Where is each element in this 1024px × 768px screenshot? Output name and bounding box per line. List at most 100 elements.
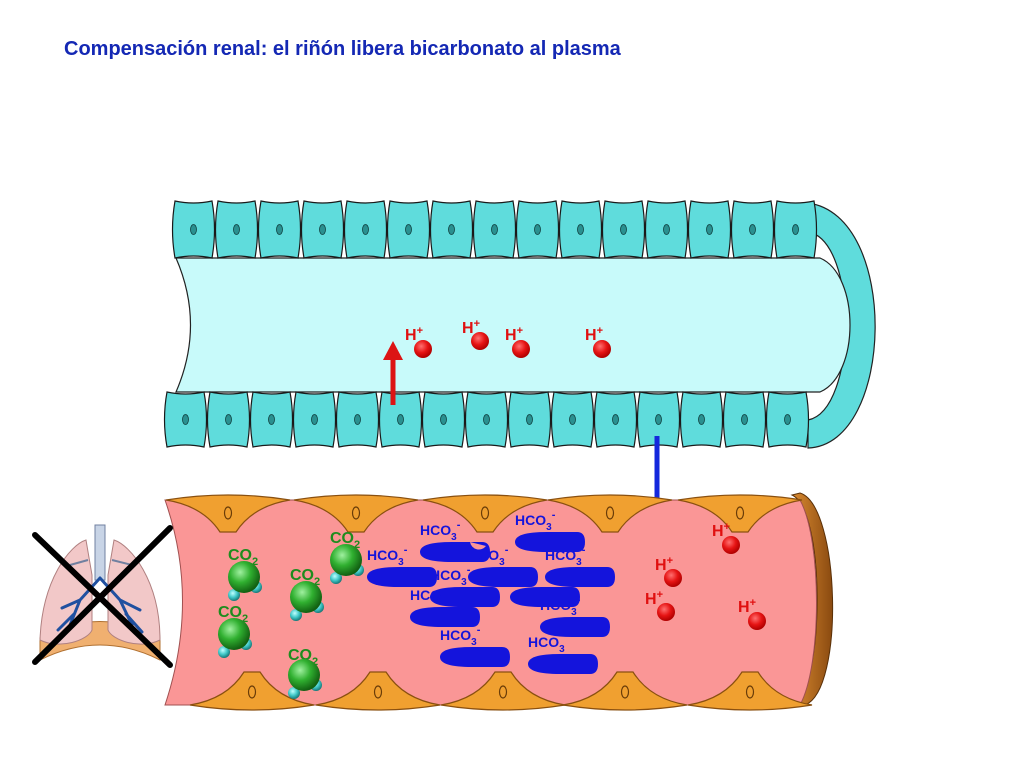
endothelial-cell <box>677 494 803 533</box>
endothelial-cell <box>440 671 566 711</box>
tubule-epithelial-cell <box>773 200 818 259</box>
svg-text:CO2: CO2 <box>228 547 258 568</box>
endothelial-cell <box>315 671 441 711</box>
tubule-top-cell-row <box>171 200 818 259</box>
tubule-epithelial-cell <box>214 200 259 259</box>
proton-h-plus: H+ <box>462 318 489 350</box>
co2-molecules: CO2 CO2 CO2 CO2 CO2 <box>218 530 364 699</box>
tubule-epithelial-cell <box>429 200 474 259</box>
endothelial-cell <box>293 494 419 533</box>
svg-text:H+: H+ <box>462 318 480 337</box>
endothelial-top-row <box>165 494 803 533</box>
tubule-epithelial-cell <box>507 391 552 448</box>
tubule-epithelial-cell <box>421 391 466 448</box>
co2-molecule: CO2 <box>290 567 324 621</box>
bicarbonate-ion: HCO3- <box>468 544 538 587</box>
proton-h-plus: H+ <box>585 325 611 358</box>
tubule-epithelial-cell <box>206 391 251 448</box>
svg-text:HCO: HCO <box>410 587 441 603</box>
proton-h-plus: H+ <box>645 589 675 621</box>
bicarbonate-ion: HCO3 <box>528 634 598 674</box>
svg-text:H+: H+ <box>405 325 423 344</box>
svg-text:CO2: CO2 <box>218 604 248 625</box>
bicarbonate-ion: HCO3- <box>545 544 615 587</box>
tubule-epithelial-cell <box>300 200 345 259</box>
endothelial-cell <box>165 494 291 533</box>
bicarbonate-ion: HCO3- <box>440 624 510 667</box>
co2-molecule: CO2 <box>288 647 322 699</box>
tubule-epithelial-cell <box>464 391 509 448</box>
bicarbonate-ion: HCO3- <box>540 594 610 637</box>
svg-text:H+: H+ <box>712 521 730 540</box>
tubule-epithelial-cell <box>378 391 423 448</box>
co2-molecule: CO2 <box>228 547 262 601</box>
proton-h-plus: H+ <box>738 597 766 630</box>
svg-text:CO2: CO2 <box>290 567 320 588</box>
endothelial-cell <box>562 671 688 711</box>
bicarbonate-ion: HCO3- <box>515 509 585 552</box>
proton-h-plus: H+ <box>405 325 432 358</box>
tubule-epithelial-cell <box>550 391 595 448</box>
svg-text:HCO3-: HCO3- <box>367 544 408 568</box>
tubule-epithelial-cell <box>636 391 681 448</box>
tubule-epithelial-cell <box>593 391 638 448</box>
svg-text:H+: H+ <box>585 325 603 344</box>
svg-text:H+: H+ <box>738 597 756 616</box>
proton-h-plus: H+ <box>505 325 530 358</box>
svg-text:HCO3-: HCO3- <box>420 519 461 543</box>
tubule-epithelial-cell <box>171 200 216 259</box>
co2-molecule: CO2 <box>218 604 252 658</box>
tubule-epithelial-cell <box>765 391 810 448</box>
svg-text:HCO3-: HCO3- <box>430 564 471 588</box>
tubule-epithelial-cell <box>687 200 732 259</box>
co2-molecule: CO2 <box>330 530 364 584</box>
proton-secretion-arrow <box>383 341 403 405</box>
lumen-protons: H+ H+ H+ H+ <box>405 318 611 358</box>
svg-text:HCO3-: HCO3- <box>468 544 509 568</box>
tubule-epithelial-cell <box>730 200 775 259</box>
bicarbonate-ion: HCO <box>410 587 480 627</box>
endothelial-bottom-row <box>189 671 813 711</box>
tubule-bottom-cell-row <box>163 391 810 448</box>
endothelial-cell <box>422 494 548 533</box>
endothelial-cell <box>687 671 813 711</box>
svg-text:HCO3-: HCO3- <box>545 544 586 568</box>
blood-vessel: HCO3- HCO3- HCO3- HCO3- HCO3- HCO3- <box>164 492 834 711</box>
tubule-lumen <box>175 257 851 393</box>
bicarbonate-ion: HCO3- <box>430 564 500 607</box>
bicarbonate-ion: HCO3- <box>420 519 490 562</box>
bicarbonate-ion: HCO3- <box>367 544 437 587</box>
svg-text:H+: H+ <box>505 325 523 344</box>
tubule-epithelial-cell <box>335 391 380 448</box>
tubule-epithelial-cell <box>515 200 560 259</box>
svg-text:CO2: CO2 <box>330 530 360 551</box>
tubule-epithelial-cell <box>163 391 208 448</box>
proton-h-plus: H+ <box>712 521 740 554</box>
endothelial-cell <box>189 671 315 711</box>
svg-text:HCO3-: HCO3- <box>440 624 481 648</box>
tubule-epithelial-cell <box>722 391 767 448</box>
tubule-epithelial-cell <box>343 200 388 259</box>
tubule-epithelial-cell <box>292 391 337 448</box>
svg-text:H+: H+ <box>655 555 673 574</box>
proton-h-plus: H+ <box>655 555 682 587</box>
cross-out-icon <box>32 525 173 668</box>
renal-tubule: H+ H+ H+ H+ <box>163 200 876 449</box>
tubule-epithelial-cell <box>386 200 431 259</box>
svg-text:HCO3: HCO3 <box>528 634 565 655</box>
endothelial-cell <box>547 494 673 533</box>
tubule-epithelial-cell <box>558 200 603 259</box>
svg-text:HCO3-: HCO3- <box>515 509 556 533</box>
plasma-protons: H+ H+ H+ H+ <box>645 521 766 630</box>
tubule-epithelial-cell <box>257 200 302 259</box>
svg-text:HCO3-: HCO3- <box>540 594 581 618</box>
tubule-epithelial-cell <box>644 200 689 259</box>
tubule-epithelial-cell <box>679 391 724 448</box>
tubule-epithelial-cell <box>472 200 517 259</box>
tubule-epithelial-cell <box>601 200 646 259</box>
page-title: Compensación renal: el riñón libera bica… <box>64 38 621 60</box>
bicarbonate-ions: HCO3- HCO3- HCO3- HCO3- HCO3- HCO3- <box>367 509 615 674</box>
bicarbonate-ion <box>510 587 580 607</box>
tubule-epithelial-cell <box>249 391 294 448</box>
